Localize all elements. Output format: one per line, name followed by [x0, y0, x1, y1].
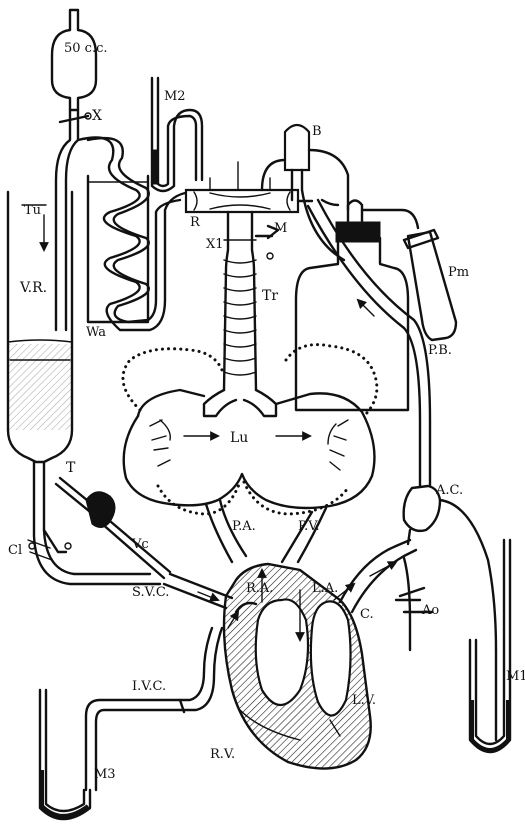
label-pa: P.A.: [232, 519, 256, 534]
label-b: B: [312, 124, 322, 139]
label-la: L.A.: [312, 581, 338, 596]
label-clip-x: X: [92, 108, 102, 124]
label-pb: P.B.: [428, 343, 452, 358]
inferior-vena-cava: [86, 628, 222, 790]
label-tu: Tu: [24, 203, 41, 218]
label-t: T: [66, 460, 76, 476]
label-tr: Tr: [262, 288, 278, 304]
label-lu: Lu: [230, 430, 248, 446]
tube-syringe-to-reservoir: [22, 110, 78, 330]
label-wa: Wa: [86, 325, 106, 340]
label-rv: R.V.: [210, 747, 235, 762]
label-m2: M2: [164, 89, 186, 104]
lungs: [123, 345, 377, 514]
label-m: M: [274, 221, 287, 236]
label-pm: Pm: [448, 265, 469, 280]
clip-x: [60, 113, 91, 122]
label-c: C.: [360, 607, 374, 622]
pump-cylinder-pm: [404, 230, 456, 340]
syringe-50cc: [52, 10, 96, 110]
label-ra: R.A.: [246, 581, 273, 596]
label-m1: M1: [506, 669, 525, 684]
label-ao: Ao: [421, 603, 439, 618]
label-svc: S.V.C.: [132, 585, 169, 600]
label-vr: V.R.: [19, 280, 47, 296]
label-ac: A.C.: [435, 483, 463, 498]
label-lv: L.V.: [352, 693, 376, 708]
pump-bottle: [296, 200, 418, 410]
label-ivc: I.V.C.: [132, 679, 166, 694]
label-x1: X1: [206, 237, 224, 252]
label-m3: M3: [94, 767, 116, 782]
manometer-m3: [40, 690, 90, 819]
label-vc: Vc: [131, 537, 149, 552]
superior-vena-cava: [164, 574, 232, 608]
venous-reservoir: [8, 192, 72, 462]
label-syringe: 50 c.c.: [64, 41, 108, 56]
thermometer-t: [56, 478, 170, 578]
label-pv: P.V.: [298, 519, 320, 534]
label-cl: Cl: [8, 543, 22, 558]
label-r: R: [190, 215, 201, 230]
